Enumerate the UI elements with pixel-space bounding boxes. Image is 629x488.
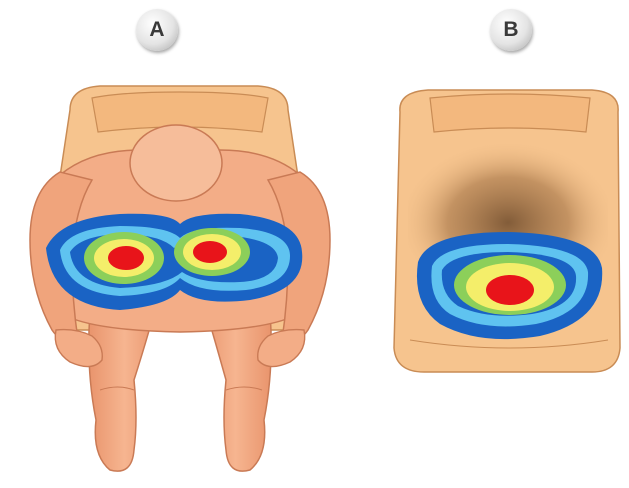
panel-a: [30, 86, 330, 471]
panel-a-head: [130, 125, 222, 201]
panel-a-pressure-map: [46, 214, 302, 310]
panel-b: [394, 90, 620, 372]
